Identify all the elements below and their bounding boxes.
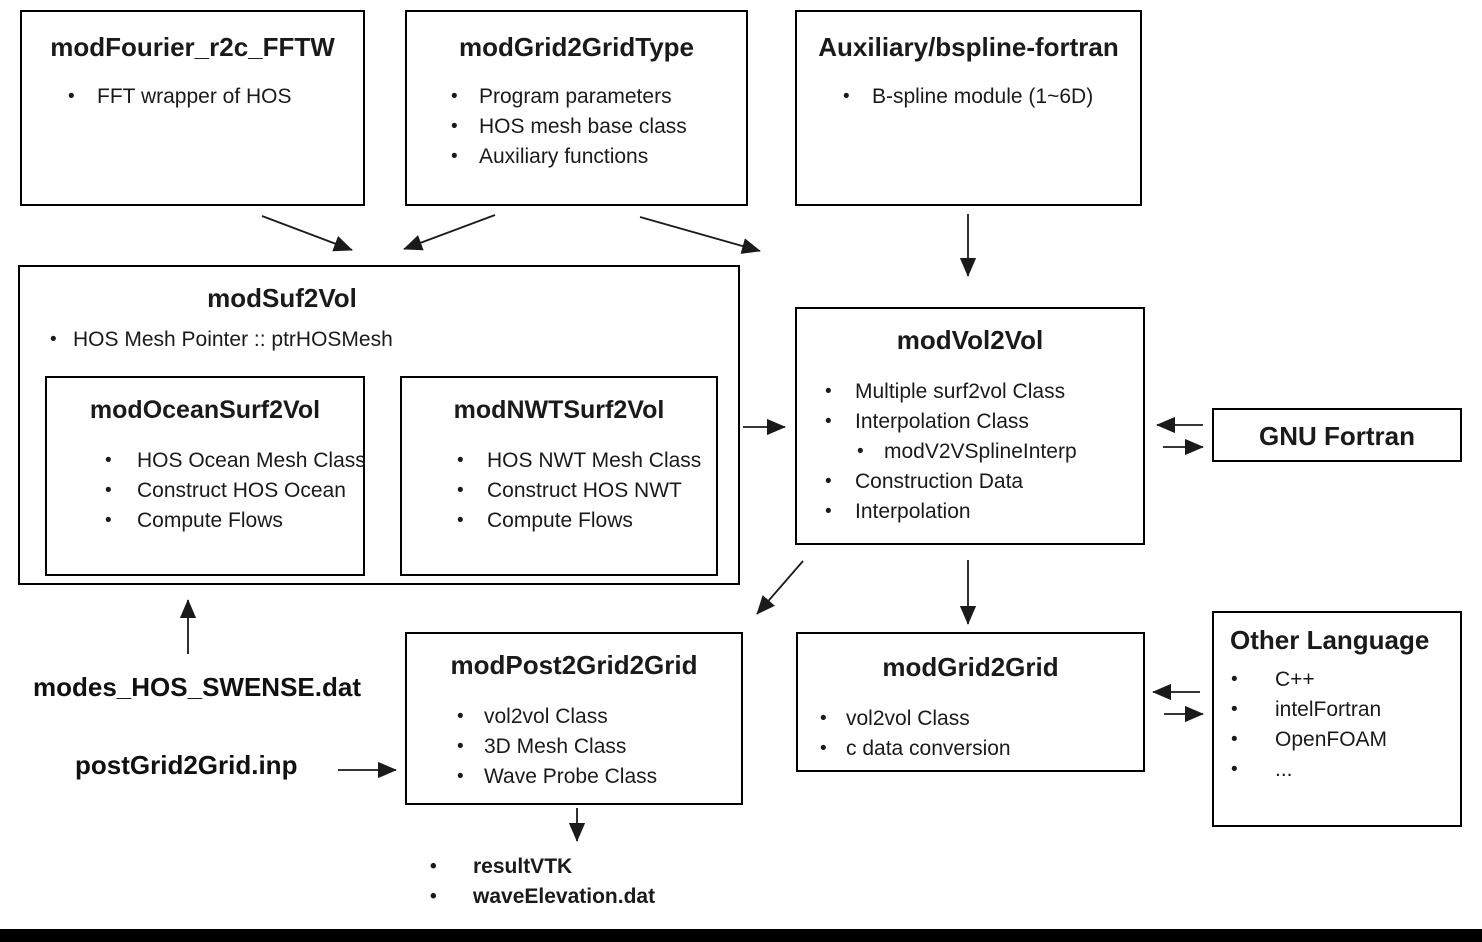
bullet-item: FFT wrapper of HOS (22, 82, 363, 112)
module-box-grid2grid: modGrid2Grid vol2vol Class c data conver… (796, 632, 1145, 772)
bullet-item: Construct HOS Ocean (47, 476, 363, 506)
module-box-gnu-fortran: GNU Fortran (1212, 408, 1462, 462)
output-file-item: resultVTK (430, 852, 750, 882)
box-title-ocean: modOceanSurf2Vol (89, 396, 321, 424)
module-box-nwt: modNWTSurf2Vol HOS NWT Mesh Class Constr… (400, 376, 718, 576)
bullet-item: ... (1214, 755, 1460, 785)
bullet-item: intelFortran (1214, 695, 1460, 725)
box-title-gnu-fortran: GNU Fortran (1259, 421, 1415, 451)
bullet-item: vol2vol Class (407, 702, 741, 732)
arrow-gridtype-to-vol2vol (639, 216, 761, 254)
box-title-fourier: modFourier_r2c_FFTW (50, 32, 335, 62)
bullet-item: C++ (1214, 665, 1460, 695)
box-title-suf2vol: modSuf2Vol (207, 283, 357, 313)
output-files-list: resultVTK waveElevation.dat (430, 852, 750, 912)
bullet-item: HOS Ocean Mesh Class (47, 446, 366, 476)
box-title-post: modPost2Grid2Grid (450, 650, 698, 680)
bullet-item: HOS NWT Mesh Class (402, 446, 716, 476)
module-box-fourier: modFourier_r2c_FFTW FFT wrapper of HOS (20, 10, 365, 206)
box-title-vol2vol: modVol2Vol (896, 325, 1044, 355)
bullet-item: Multiple surf2vol Class (797, 377, 1143, 407)
module-box-suf2vol: modSuf2Vol HOS Mesh Pointer :: ptrHOSMes… (18, 265, 740, 585)
box-title-grid2grid: modGrid2Grid (882, 652, 1059, 682)
box-title-nwt: modNWTSurf2Vol (453, 396, 665, 424)
module-box-gridtype: modGrid2GridType Program parameters HOS … (405, 10, 748, 206)
bullet-item: Interpolation Class (797, 407, 1143, 437)
box-title-gridtype: modGrid2GridType (459, 32, 694, 62)
bullet-item: B-spline module (1~6D) (797, 82, 1140, 112)
arrow-fourier-to-suf2vol (261, 215, 353, 252)
bullet-item: 3D Mesh Class (407, 732, 741, 762)
arrow-gridtype-to-suf2vol (403, 214, 496, 251)
module-box-post: modPost2Grid2Grid vol2vol Class 3D Mesh … (405, 632, 743, 805)
file-label-post-input: postGrid2Grid.inp (75, 750, 298, 780)
bullet-item: HOS Mesh Pointer :: ptrHOSMesh (20, 325, 738, 355)
module-box-vol2vol: modVol2Vol Multiple surf2vol Class Inter… (795, 307, 1145, 545)
box-title-other-language: Other Language (1230, 625, 1430, 655)
output-file-item: waveElevation.dat (430, 882, 750, 912)
bullet-item: Program parameters (407, 82, 746, 112)
bullet-subitem: modV2VSplineInterp (797, 437, 1143, 467)
bottom-black-bar (0, 929, 1482, 942)
bullet-item: Construct HOS NWT (402, 476, 716, 506)
module-box-ocean: modOceanSurf2Vol HOS Ocean Mesh Class Co… (45, 376, 366, 576)
bullet-item: Construction Data (797, 467, 1143, 497)
bullet-item: Auxiliary functions (407, 142, 746, 172)
bullet-item: OpenFOAM (1214, 725, 1460, 755)
box-title-bspline: Auxiliary/bspline-fortran (818, 32, 1119, 62)
bullet-item: Wave Probe Class (407, 762, 741, 792)
bullet-item: Interpolation (797, 497, 1143, 527)
arrow-vol2vol-to-post (756, 560, 804, 615)
file-label-modes-input: modes_HOS_SWENSE.dat (33, 672, 361, 702)
bullet-item: c data conversion (798, 734, 1143, 764)
bullet-item: vol2vol Class (798, 704, 1143, 734)
module-box-bspline: Auxiliary/bspline-fortran B-spline modul… (795, 10, 1142, 206)
module-box-other-language: Other Language C++ intelFortran OpenFOAM… (1212, 611, 1462, 827)
bullet-item: Compute Flows (402, 506, 716, 536)
bullet-item: HOS mesh base class (407, 112, 746, 142)
bullet-item: Compute Flows (47, 506, 363, 536)
